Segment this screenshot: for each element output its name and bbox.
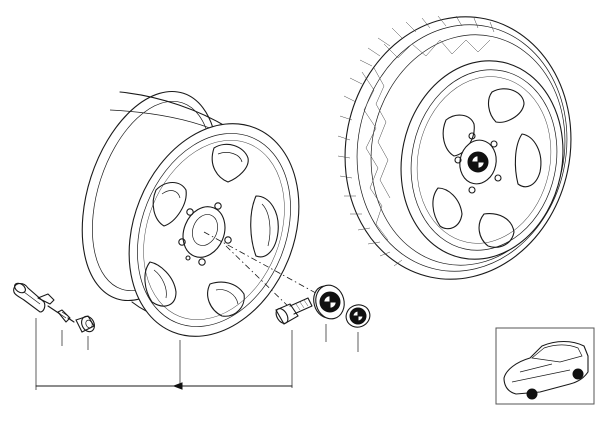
reference-lines bbox=[35, 318, 359, 390]
hub-cap[interactable] bbox=[310, 282, 348, 322]
emblem-badge[interactable] bbox=[343, 302, 373, 331]
valve-stem[interactable] bbox=[13, 281, 55, 313]
wheel-bolt[interactable] bbox=[274, 297, 313, 325]
wheel-spoke-window-right bbox=[514, 133, 542, 188]
spoke-window-bottom-right bbox=[207, 281, 245, 317]
spoke-window-right bbox=[250, 195, 279, 258]
wheel-spoke-window-top bbox=[487, 88, 525, 123]
valve-cap[interactable] bbox=[75, 314, 97, 334]
tire-tread bbox=[337, 15, 495, 267]
bmw-roundel-icon bbox=[467, 151, 489, 173]
spoke-window-left bbox=[152, 181, 187, 227]
wheel-spoke-window-bottom bbox=[478, 213, 515, 248]
car-silhouette-icon bbox=[503, 340, 589, 400]
bolt-axis bbox=[225, 245, 293, 311]
vehicle-locator-thumbnail[interactable] bbox=[495, 327, 595, 405]
valve-core[interactable] bbox=[47, 305, 75, 323]
assembly-axis bbox=[203, 231, 337, 305]
complete-wheel-with-tire[interactable] bbox=[321, 0, 595, 300]
wheel-spoke-window-bottom-left bbox=[432, 187, 463, 230]
spoke-window-top bbox=[211, 143, 249, 183]
spoke-window-bottom-left bbox=[144, 261, 177, 307]
